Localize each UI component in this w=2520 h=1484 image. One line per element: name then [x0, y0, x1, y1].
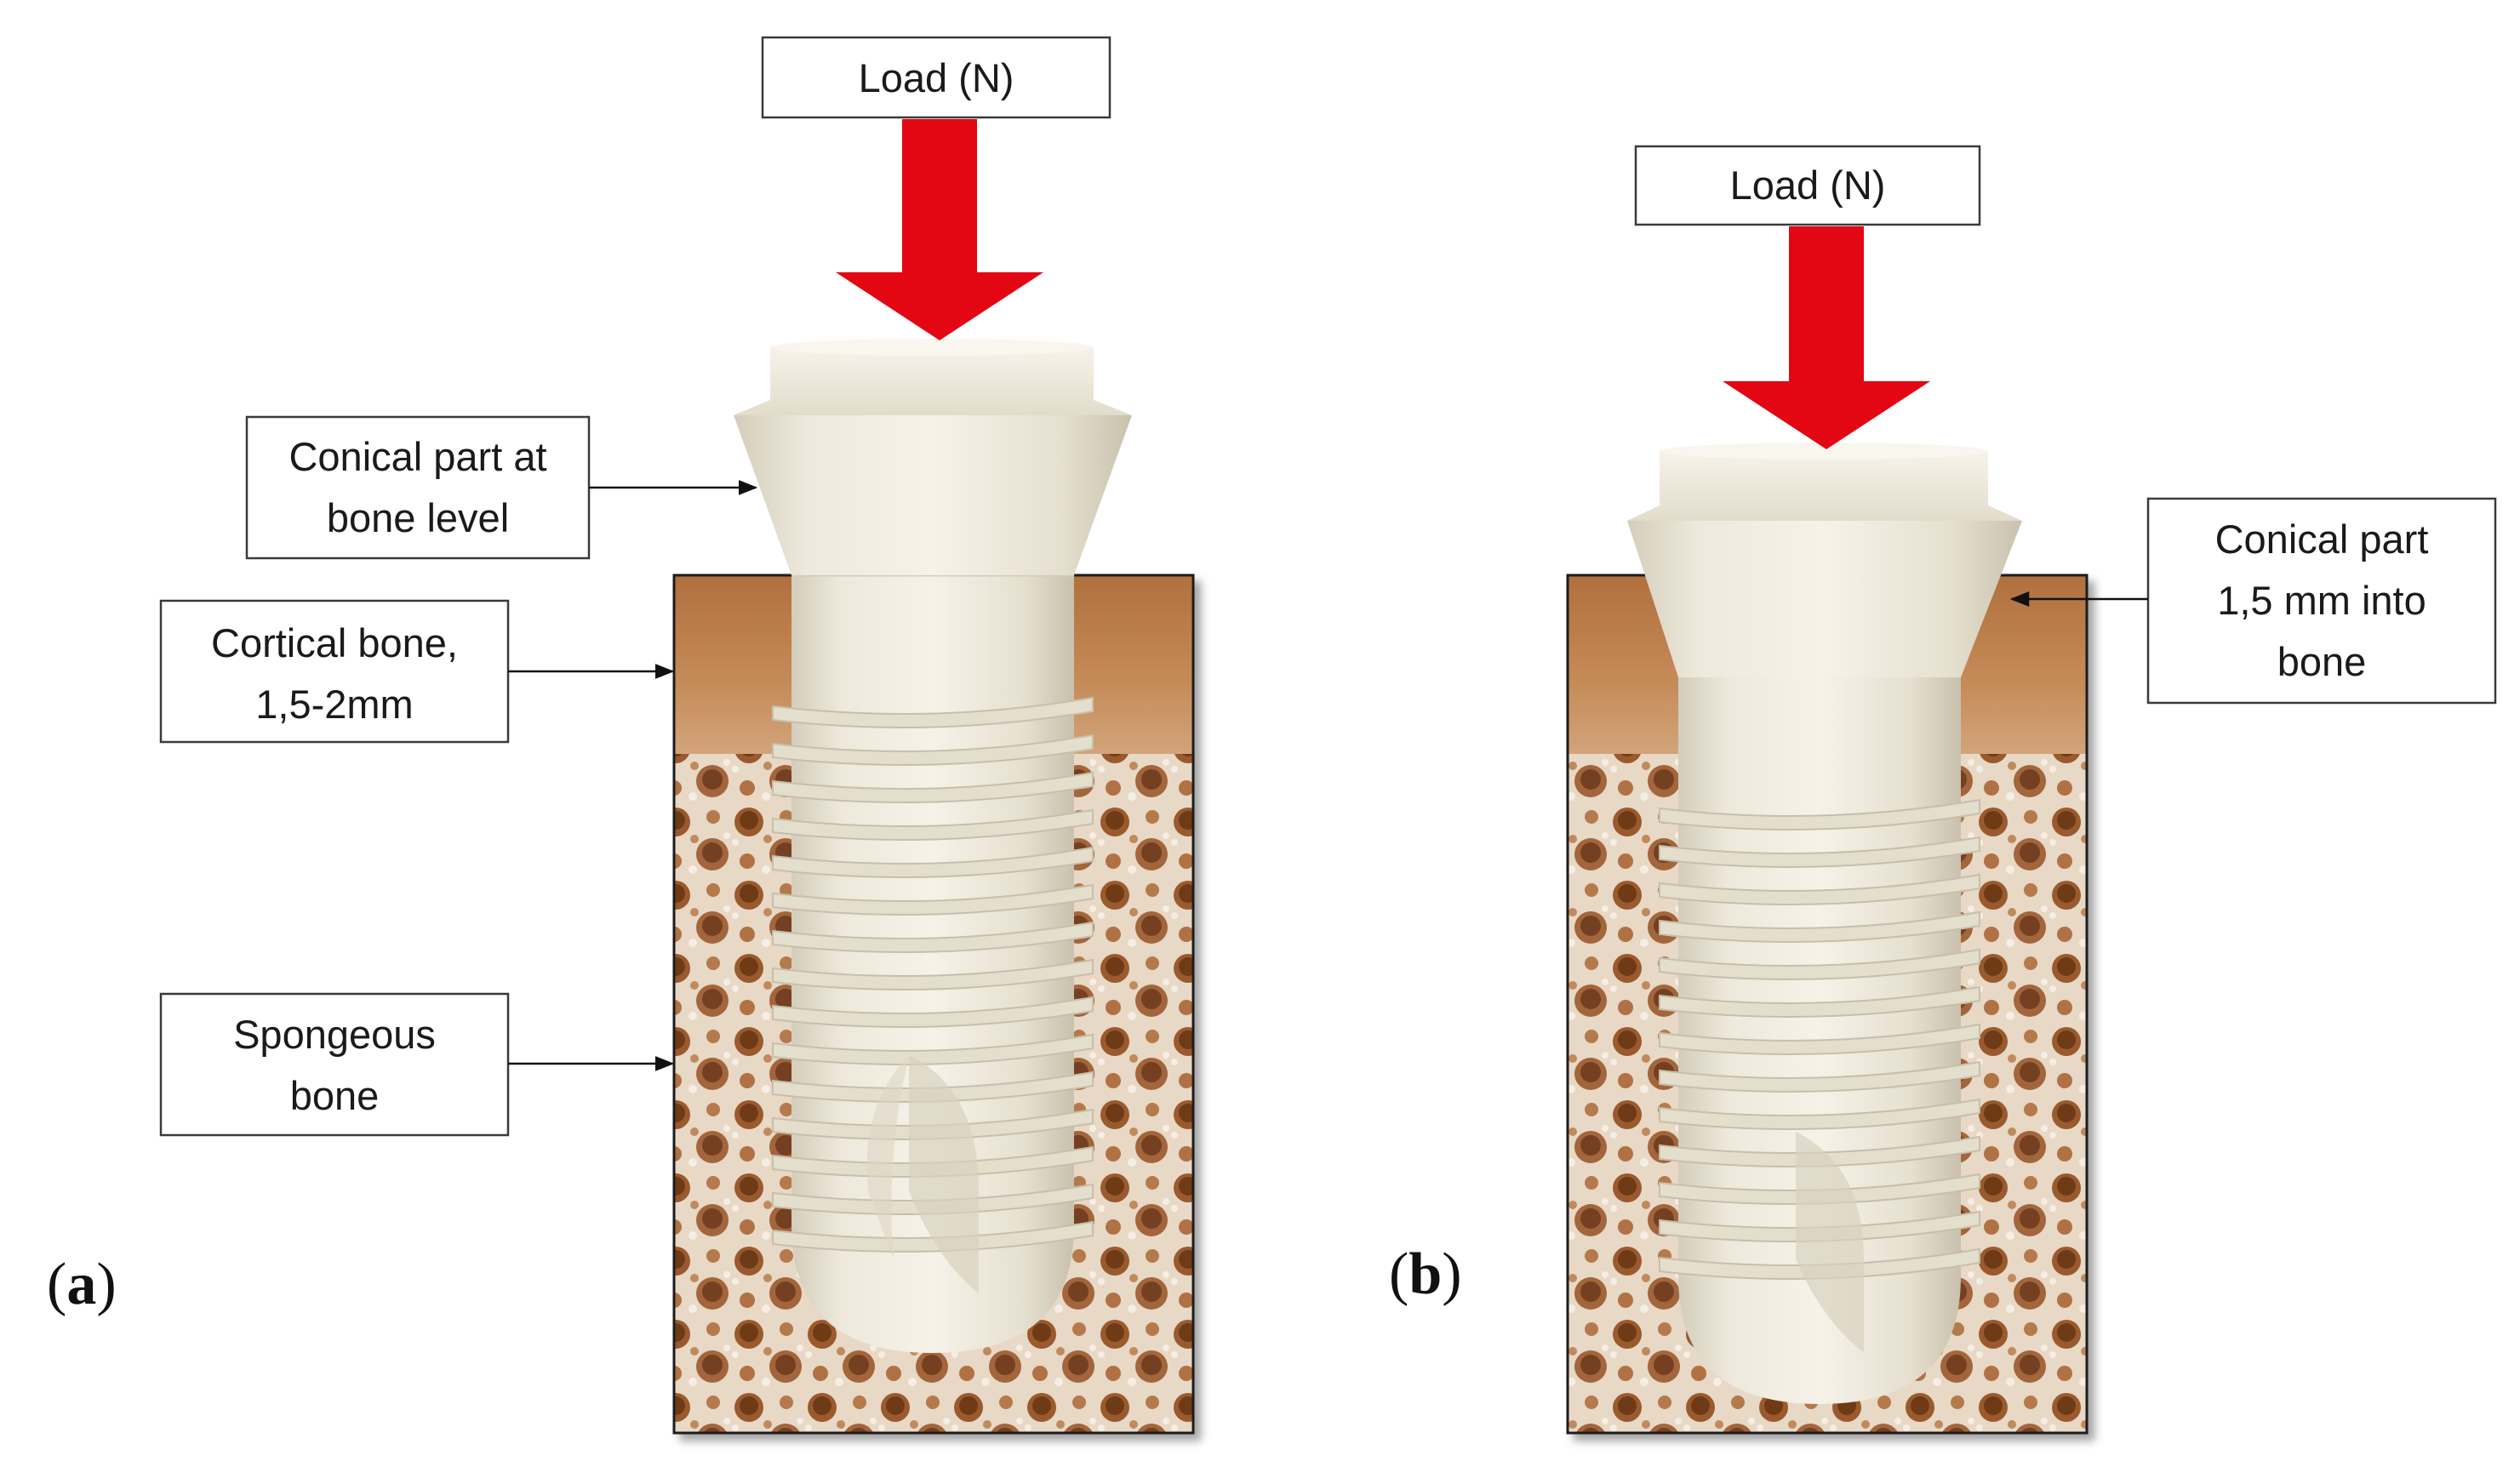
conical-text-a-line1: Conical part at — [289, 434, 546, 479]
panel-a: Load (N) Conical part at bone level Cort… — [47, 36, 1195, 1435]
thread-ridge — [1659, 1023, 1980, 1055]
thread-ridge — [772, 1033, 1094, 1065]
spongeous-label-a: Spongeous bone — [159, 992, 675, 1137]
spongeous-text-line2: bone — [290, 1073, 380, 1118]
load-text-a: Load (N) — [859, 55, 1014, 100]
thread-ridge — [772, 883, 1094, 916]
thread-ridge — [1659, 798, 1980, 830]
conical-label-b: Conical part 1,5 mm into bone — [2009, 497, 2497, 705]
implant-threads-a — [772, 696, 1094, 1253]
implant-threads-b — [1659, 798, 1980, 1280]
thread-ridge — [772, 1220, 1094, 1253]
thread-ridge — [1659, 1247, 1980, 1280]
panel-b: Load (N) Conical part 1,5 mm into bone (… — [1389, 145, 2497, 1435]
conical-label-a: Conical part at bone level — [245, 415, 758, 560]
load-label-b: Load (N) — [1634, 145, 1981, 226]
thread-ridge — [772, 696, 1094, 728]
thread-ridge — [1659, 948, 1980, 980]
thread-ridge — [1659, 1135, 1980, 1167]
conical-text-b-line1: Conical part — [2215, 517, 2429, 562]
load-label-a: Load (N) — [761, 36, 1111, 119]
cortical-text-line1: Cortical bone, — [211, 620, 458, 665]
thread-ridge — [1659, 910, 1980, 943]
conical-text-b-line2: 1,5 mm into — [2217, 578, 2426, 623]
thread-ridge — [772, 808, 1094, 841]
thread-ridge — [1659, 985, 1980, 1018]
conical-text-b-line3: bone — [2277, 639, 2367, 684]
thread-ridge — [772, 733, 1094, 766]
cortical-text-line2: 1,5-2mm — [255, 682, 413, 727]
thread-ridge — [772, 1070, 1094, 1103]
thread-ridge — [772, 846, 1094, 878]
load-text-b: Load (N) — [1730, 163, 1886, 208]
panel-letter-a: (a) — [47, 1252, 117, 1317]
load-arrow-b — [1723, 226, 1930, 449]
thread-ridge — [1659, 836, 1980, 868]
implant-a — [734, 339, 1132, 1353]
implant-b — [1627, 442, 2022, 1404]
thread-ridge — [772, 996, 1094, 1028]
thread-ridge — [1659, 873, 1980, 905]
load-arrow-a — [836, 119, 1043, 340]
thread-ridge — [1659, 1173, 1980, 1205]
spongeous-text-line1: Spongeous — [233, 1012, 436, 1057]
thread-ridge — [1659, 1060, 1980, 1093]
thread-ridge — [772, 958, 1094, 990]
thread-ridge — [772, 771, 1094, 803]
cortical-label-a: Cortical bone, 1,5-2mm — [159, 599, 675, 744]
conical-text-a-line2: bone level — [327, 495, 509, 540]
thread-ridge — [1659, 1210, 1980, 1242]
thread-ridge — [772, 921, 1094, 953]
thread-ridge — [1659, 1098, 1980, 1130]
panel-letter-b: (b) — [1389, 1241, 1462, 1307]
